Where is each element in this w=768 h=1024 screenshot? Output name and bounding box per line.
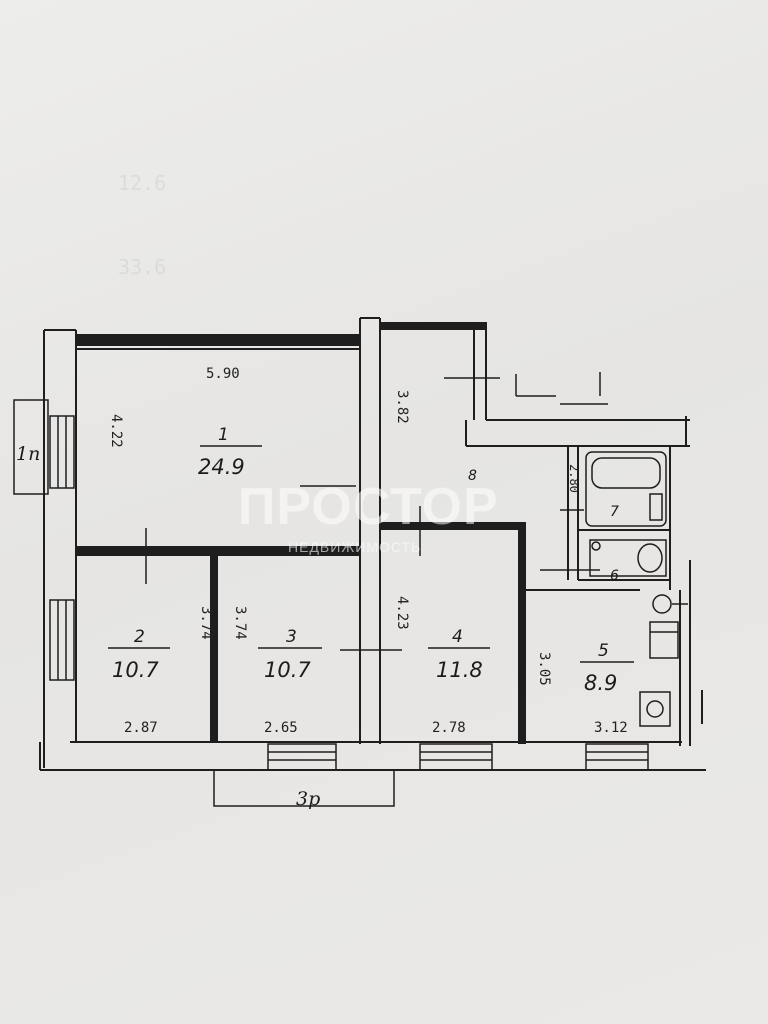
balcony-left-label: 1п <box>16 443 40 465</box>
stove-icon <box>639 691 671 727</box>
dim-room5-depth: 3.05 <box>536 652 552 686</box>
room-2-number: 2 <box>134 627 145 647</box>
window-left-lower <box>49 599 75 681</box>
watermark: ПРОСТОР НЕДВИЖИМОСТЬ <box>238 478 499 555</box>
room-6-number: 6 <box>610 568 619 584</box>
dim-room4-width: 2.78 <box>432 720 466 736</box>
room-2-area: 10.7 <box>112 658 159 682</box>
window-bottom-room4 <box>419 743 493 771</box>
dim-room1-height: 4.22 <box>108 414 124 448</box>
kitchen-counter-icon <box>649 621 679 659</box>
dim-bath-height: 2.80 <box>567 464 581 493</box>
room-5-area: 8.9 <box>584 671 617 695</box>
room-8-number: 8 <box>468 468 477 484</box>
room-3-label: 3 10.7 <box>258 627 322 682</box>
room-3-number: 3 <box>286 627 297 647</box>
dim-room4-depth: 4.23 <box>394 596 410 630</box>
room-4-label: 4 11.8 <box>428 627 490 682</box>
room-5-label: 5 8.9 <box>580 641 634 695</box>
toilet-icon <box>589 539 667 577</box>
room-5-number: 5 <box>598 641 609 661</box>
faint-mark: 33.6 <box>118 255 166 279</box>
room-4-number: 4 <box>452 627 463 647</box>
room-4-area: 11.8 <box>436 658 483 682</box>
dim-room3-width: 2.65 <box>264 720 298 736</box>
corridor-marks <box>515 372 608 405</box>
balcony-bottom-label: 3р <box>296 788 320 810</box>
dim-room1-width: 5.90 <box>206 366 240 382</box>
watermark-subtitle: НЕДВИЖИМОСТЬ <box>288 539 421 555</box>
room-2-label: 2 10.7 <box>108 627 170 682</box>
room-1-area: 24.9 <box>198 455 245 479</box>
dim-room2-depth: 3.74 <box>198 606 214 640</box>
window-left-upper <box>49 415 75 489</box>
windows <box>49 415 649 771</box>
room-7-number: 7 <box>610 504 619 520</box>
bathtub-icon <box>585 451 667 527</box>
dim-hall-height: 3.82 <box>394 390 410 424</box>
room-3-area: 10.7 <box>264 658 311 682</box>
room-1-number: 1 <box>218 425 229 445</box>
balcony-bottom <box>213 769 395 807</box>
faint-mark: 12.6 <box>118 171 166 195</box>
balcony-left <box>13 399 49 495</box>
room-1-label: 1 24.9 <box>198 425 262 479</box>
window-bottom-room3 <box>267 743 337 771</box>
dim-room5-width: 3.12 <box>594 720 628 736</box>
dim-room3-depth: 3.74 <box>232 606 248 640</box>
dim-room2-width: 2.87 <box>124 720 158 736</box>
window-bottom-room5 <box>585 743 649 771</box>
watermark-brand: ПРОСТОР <box>238 478 499 536</box>
sink-icon <box>652 594 688 614</box>
